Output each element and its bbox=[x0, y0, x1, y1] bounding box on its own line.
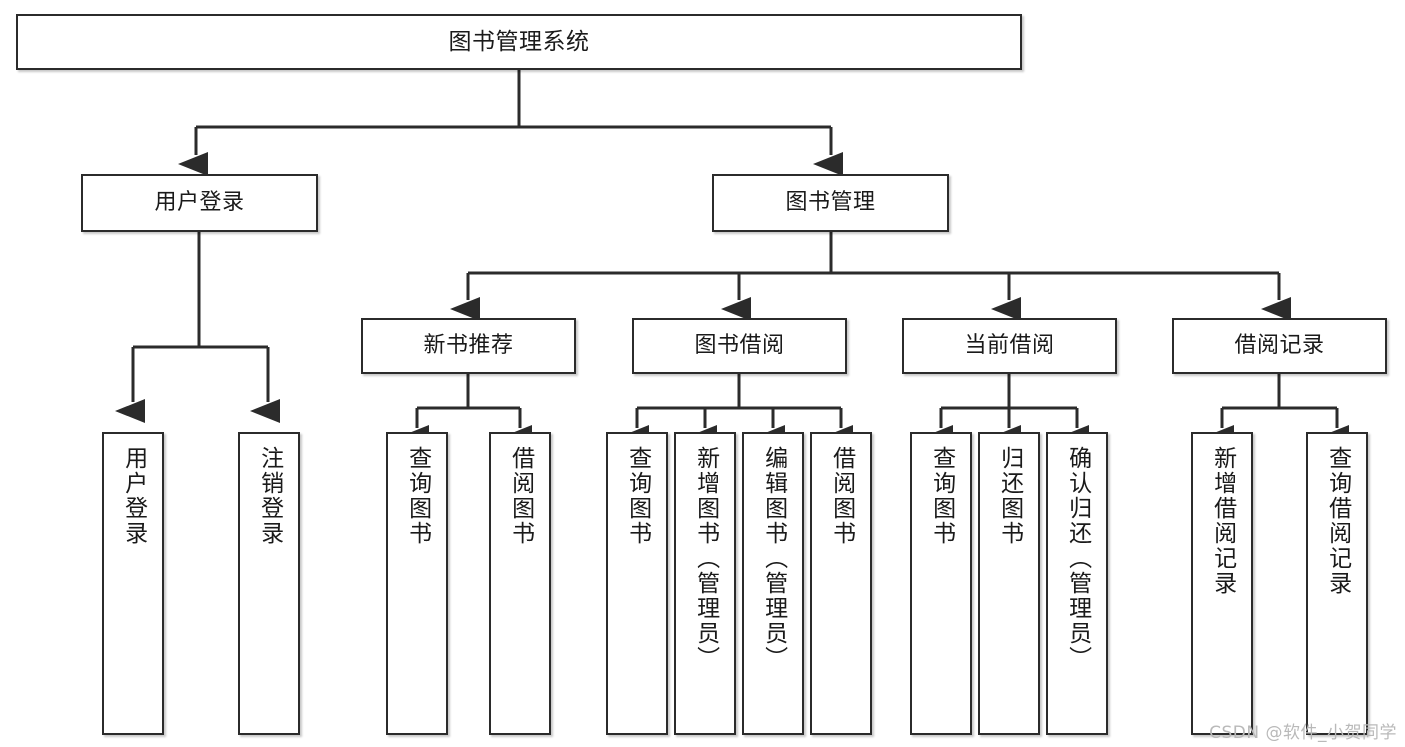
node-book-borrow[interactable]: 图书借阅 bbox=[632, 318, 847, 374]
node-label: 新增图书（管理员） bbox=[692, 446, 719, 671]
leaf-logout-login[interactable]: 注销登录 bbox=[238, 432, 300, 735]
node-borrow-record[interactable]: 借阅记录 bbox=[1172, 318, 1387, 374]
watermark: CSDN @软件_小贺同学 bbox=[1209, 723, 1397, 743]
leaf-borrow-book-recommendation[interactable]: 借阅图书 bbox=[489, 432, 551, 735]
node-label: 查询图书 bbox=[928, 446, 955, 546]
leaf-add-book-admin[interactable]: 新增图书（管理员） bbox=[674, 432, 736, 735]
node-root-book-management-system[interactable]: 图书管理系统 bbox=[16, 14, 1022, 70]
leaf-query-book-borrow[interactable]: 查询图书 bbox=[606, 432, 668, 735]
leaf-edit-book-admin[interactable]: 编辑图书（管理员） bbox=[742, 432, 804, 735]
node-label: 查询图书 bbox=[404, 446, 431, 546]
node-label: 查询借阅记录 bbox=[1324, 446, 1351, 596]
leaf-return-book[interactable]: 归还图书 bbox=[978, 432, 1040, 735]
node-label: 编辑图书（管理员） bbox=[760, 446, 787, 671]
leaf-query-borrow-record[interactable]: 查询借阅记录 bbox=[1306, 432, 1368, 735]
leaf-borrow-book[interactable]: 借阅图书 bbox=[810, 432, 872, 735]
node-book-management[interactable]: 图书管理 bbox=[712, 174, 949, 232]
node-label: 新书推荐 bbox=[423, 333, 514, 359]
node-label: 当前借阅 bbox=[964, 333, 1055, 359]
node-label: 借阅记录 bbox=[1234, 333, 1325, 359]
leaf-add-borrow-record[interactable]: 新增借阅记录 bbox=[1191, 432, 1253, 735]
node-label: 归还图书 bbox=[996, 446, 1023, 546]
node-label: 确认归还（管理员） bbox=[1064, 446, 1091, 671]
node-label: 注销登录 bbox=[256, 446, 283, 546]
leaf-query-book-current[interactable]: 查询图书 bbox=[910, 432, 972, 735]
node-label: 用户登录 bbox=[120, 446, 147, 546]
node-label: 用户登录 bbox=[154, 190, 245, 216]
node-current-borrow[interactable]: 当前借阅 bbox=[902, 318, 1117, 374]
node-label: 图书管理系统 bbox=[448, 28, 590, 55]
leaf-confirm-return-admin[interactable]: 确认归还（管理员） bbox=[1046, 432, 1108, 735]
node-label: 查询图书 bbox=[624, 446, 651, 546]
node-user-login[interactable]: 用户登录 bbox=[81, 174, 318, 232]
node-label: 借阅图书 bbox=[828, 446, 855, 546]
leaf-query-book-recommendation[interactable]: 查询图书 bbox=[386, 432, 448, 735]
leaf-user-login[interactable]: 用户登录 bbox=[102, 432, 164, 735]
node-new-book-recommendation[interactable]: 新书推荐 bbox=[361, 318, 576, 374]
node-label: 图书借阅 bbox=[694, 333, 785, 359]
node-label: 图书管理 bbox=[785, 190, 876, 216]
node-label: 借阅图书 bbox=[507, 446, 534, 546]
node-label: 新增借阅记录 bbox=[1209, 446, 1236, 596]
